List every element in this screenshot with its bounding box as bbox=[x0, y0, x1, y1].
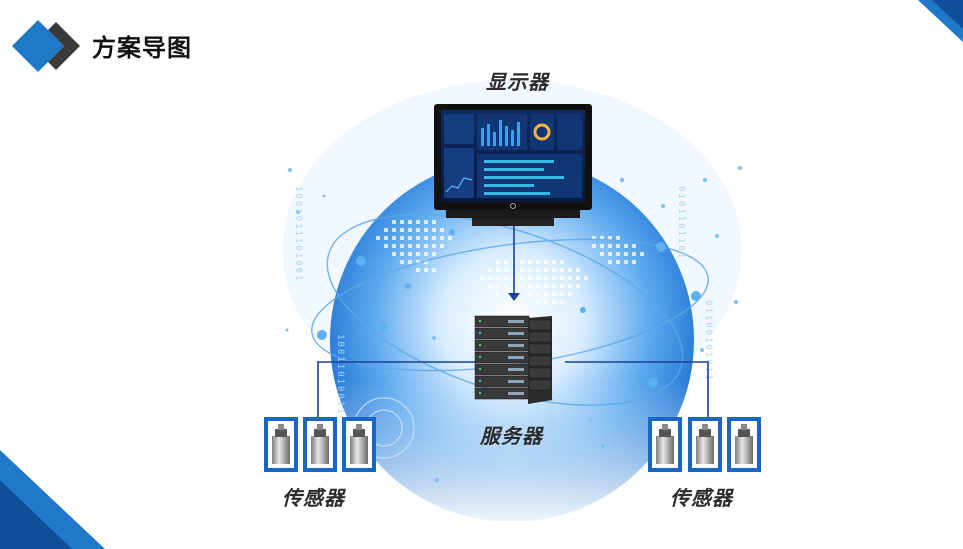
binary-column: 1100101 bbox=[544, 390, 554, 442]
sensor-icon bbox=[342, 417, 376, 472]
server-label: 服务器 bbox=[480, 424, 543, 448]
sensor-right-label: 传感器 bbox=[670, 486, 733, 510]
arrow-head bbox=[508, 293, 520, 301]
display-label: 显示器 bbox=[486, 70, 549, 94]
sensor-left-label: 传感器 bbox=[282, 486, 345, 510]
orbit-dots bbox=[317, 229, 701, 387]
binary-columns: 1001011101001 10011010011 0101101101 011… bbox=[293, 186, 713, 442]
logo-icon bbox=[12, 20, 80, 72]
binary-column: 10011010011 bbox=[335, 334, 345, 416]
connection-lines bbox=[317, 226, 709, 418]
sensor-icon bbox=[727, 417, 761, 472]
binary-column: 01100101011 bbox=[703, 300, 713, 382]
page-title: 方案导图 bbox=[92, 34, 192, 62]
sensor-icon bbox=[648, 417, 682, 472]
sensor-icon bbox=[303, 417, 337, 472]
sensor-group-left bbox=[264, 417, 376, 472]
corner-decoration-bottom-left bbox=[0, 450, 105, 549]
server-rack-icon bbox=[474, 315, 552, 404]
corner-decoration-top-right bbox=[918, 0, 963, 42]
monitor-icon bbox=[434, 104, 592, 226]
sensor-icon bbox=[688, 417, 722, 472]
sensor-icon bbox=[264, 417, 298, 472]
sensor-group-right bbox=[648, 417, 761, 472]
particle-dots bbox=[285, 166, 742, 482]
binary-column: 1001011101001 bbox=[293, 186, 303, 282]
binary-column: 0101101101 bbox=[676, 186, 686, 260]
